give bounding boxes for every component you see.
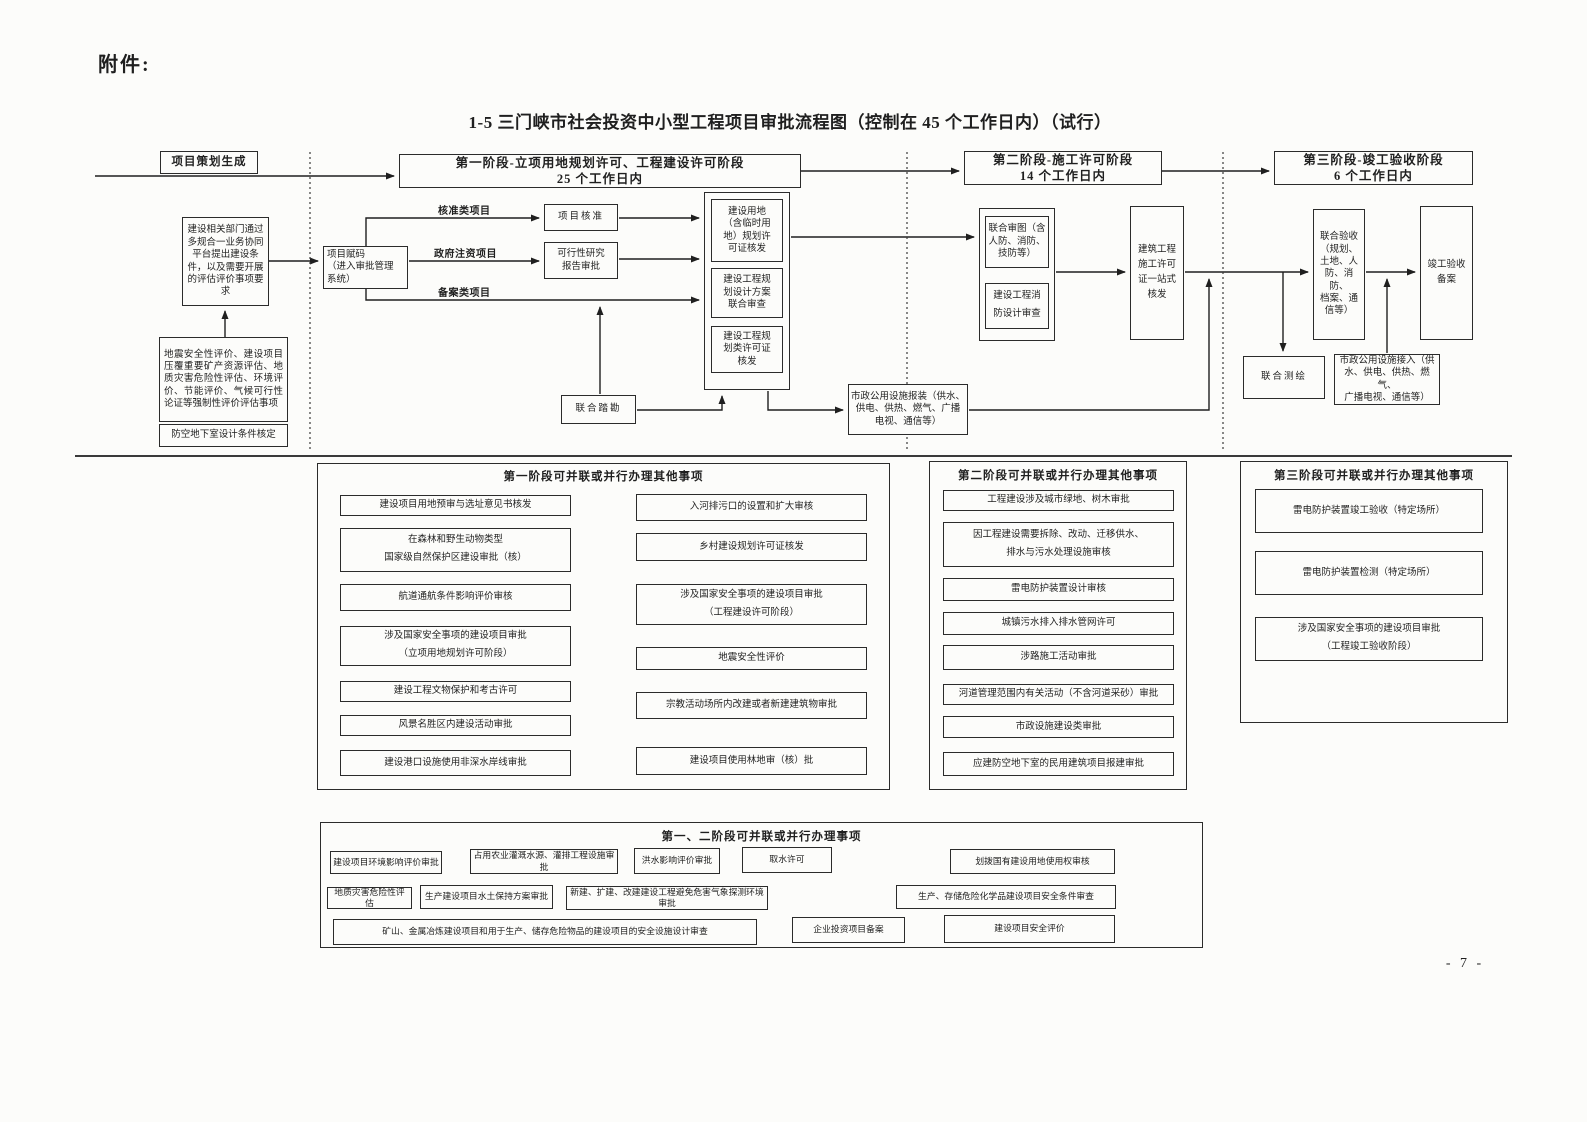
branch-label-filing-class: 备案类项目	[438, 288, 491, 299]
parallel-item: 涉及国家安全事项的建设项目审批 （立项用地规划许可阶段）	[340, 626, 571, 666]
parallel-item: 入河排污口的设置和扩大审核	[636, 494, 867, 521]
parallel-item: 新建、扩建、改建建设工程避免危害气象探测环境审批	[566, 886, 768, 910]
page-number: - 7 -	[1445, 956, 1485, 971]
flow-box-mandatory-evaluations: 地震安全性评价、建设项目压覆重要矿产资源评估、地质灾害危险性评估、环境评价、节能…	[159, 337, 288, 422]
flow-box-joint-acceptance: 联合验收 （规划、 土地、人 防、消防、 档案、通 信等）	[1313, 209, 1365, 340]
parallel-item: 建设工程文物保护和考古许可	[340, 681, 571, 702]
parallel-item: 在森林和野生动物类型 国家级自然保护区建设审批（核）	[340, 528, 571, 572]
parallel-item: 占用农业灌溉水源、灌排工程设施审批	[470, 849, 618, 874]
flow-box-joint-drawing-review: 联合审图（含 人防、消防、 技防等）	[985, 216, 1049, 268]
parallel-item: 地震安全性评价	[636, 647, 867, 670]
flow-box-pre-conditions: 建设相关部门通过多规合一业务协同平台提出建设条件，以及需要开展的评估评价事项要求	[182, 217, 269, 306]
flow-box-municipal-apply: 市政公用设施报装（供水、 供电、供热、燃气、广播 电视、通信等）	[848, 384, 968, 435]
parallel-item: 工程建设涉及城市绿地、树木审批	[943, 490, 1174, 511]
parallel-item: 建设项目用地预审与选址意见书核发	[340, 495, 571, 516]
parallel-item: 洪水影响评价审批	[634, 848, 720, 874]
flow-box-project-coding: 项目赋码 （进入审批管理 系统）	[323, 246, 408, 289]
attachment-label: 附件:	[98, 54, 151, 76]
parallel-item: 市政设施建设类审批	[943, 716, 1174, 738]
panel-stage1-parallel	[317, 463, 890, 790]
parallel-item: 雷电防护装置设计审核	[943, 578, 1174, 601]
flow-box-project-planning-start: 项目策划生成	[160, 151, 258, 174]
page-title: 1-5 三门峡市社会投资中小型工程项目审批流程图（控制在 45 个工作日内）（试…	[468, 113, 1112, 132]
stage2-title: 第二阶段-施工许可阶段	[992, 152, 1134, 167]
flow-box-civil-defense-check: 防空地下室设计条件核定	[159, 424, 288, 447]
parallel-item: 企业投资项目备案	[792, 917, 905, 943]
flow-box-joint-mapping: 联合测绘	[1243, 356, 1325, 399]
flow-box-municipal-connect: 市政公用设施接入（供 水、供电、供热、燃气、 广播电视、通信等）	[1334, 354, 1440, 405]
panel-stage2-parallel	[929, 461, 1187, 790]
panel-stage3-title: 第三阶段可并联或并行办理其他事项	[1274, 470, 1474, 482]
parallel-item: 因工程建设需要拆除、改动、迁移供水、 排水与污水处理设施审核	[943, 522, 1174, 567]
parallel-item: 建设项目安全评价	[944, 915, 1115, 943]
stage3-title: 第三阶段-竣工验收阶段	[1303, 152, 1444, 167]
parallel-item: 划拨国有建设用地使用权审核	[950, 849, 1115, 874]
stage2-header: 第二阶段-施工许可阶段 14 个工作日内	[964, 151, 1162, 185]
parallel-item: 建设项目环境影响评价审批	[330, 851, 442, 874]
parallel-item: 雷电防护装置检测（特定场所）	[1255, 551, 1483, 595]
stage1-duration: 25 个工作日内	[556, 172, 644, 186]
flow-box-feasibility-review: 可行性研究 报告审批	[544, 242, 618, 279]
flow-box-land-use-permit: 建设用地 （含临时用 地）规划许 可证核发	[711, 199, 783, 262]
parallel-item: 航道通航条件影响评价审核	[340, 584, 571, 611]
panel-stage2-title: 第二阶段可并联或并行办理其他事项	[958, 470, 1158, 482]
parallel-item: 风景名胜区内建设活动审批	[340, 715, 571, 736]
stage1-header: 第一阶段-立项用地规划许可、工程建设许可阶段 25 个工作日内	[399, 154, 801, 188]
parallel-item: 河道管理范围内有关活动（不含河道采砂）审批	[943, 684, 1174, 705]
panel-stage12-parallel	[320, 822, 1203, 948]
parallel-item: 生产建设项目水土保持方案审批	[420, 885, 553, 909]
panel-stage12-title: 第一、二阶段可并联或并行办理事项	[661, 831, 862, 843]
stage2-duration: 14 个工作日内	[1019, 169, 1107, 183]
flow-box-joint-survey: 联合踏勘	[561, 395, 636, 424]
flow-box-project-approval: 项目核准	[544, 204, 618, 231]
flow-box-planning-permit: 建设工程规 划类许可证 核发	[711, 326, 783, 373]
flow-box-completion-filing: 竣工验收 备案	[1420, 206, 1473, 340]
parallel-item: 建设港口设施使用非深水岸线审批	[340, 750, 571, 776]
parallel-item: 宗教活动场所内改建或者新建建筑物审批	[636, 692, 867, 719]
parallel-item: 涉路施工活动审批	[943, 645, 1174, 670]
parallel-item: 建设项目使用林地审（核）批	[636, 747, 867, 775]
stage3-duration: 6 个工作日内	[1334, 169, 1413, 183]
branch-label-approval-class: 核准类项目	[438, 206, 491, 217]
stage1-title: 第一阶段-立项用地规划许可、工程建设许可阶段	[455, 155, 745, 170]
panel-stage1-title: 第一阶段可并联或并行办理其他事项	[503, 471, 704, 483]
parallel-item: 矿山、金属冶炼建设项目和用于生产、储存危险物品的建设项目的安全设施设计审查	[333, 919, 757, 945]
branch-label-government-funded: 政府注资项目	[434, 249, 497, 260]
flow-box-plan-joint-review: 建设工程规 划设计方案 联合审查	[711, 268, 783, 318]
parallel-item: 取水许可	[742, 847, 832, 873]
parallel-item: 涉及国家安全事项的建设项目审批 （工程竣工验收阶段）	[1255, 617, 1483, 661]
flow-box-fire-design-review: 建设工程消 防设计审查	[985, 283, 1049, 329]
parallel-item: 乡村建设规划许可证核发	[636, 533, 867, 561]
parallel-item: 生产、存储危险化学品建设项目安全条件审查	[896, 885, 1116, 909]
parallel-item: 城镇污水排入排水管网许可	[943, 612, 1174, 635]
flow-box-construction-permit: 建筑工程 施工许可 证一站式 核发	[1130, 206, 1184, 340]
stage3-header: 第三阶段-竣工验收阶段 6 个工作日内	[1274, 151, 1473, 185]
panel-stage3-parallel	[1240, 461, 1508, 723]
parallel-item: 雷电防护装置竣工验收（特定场所）	[1255, 489, 1483, 533]
parallel-item: 涉及国家安全事项的建设项目审批 （工程建设许可阶段）	[636, 584, 867, 625]
parallel-item: 应建防空地下室的民用建筑项目报建审批	[943, 752, 1174, 776]
parallel-item: 地质灾害危险性评估	[327, 887, 412, 909]
